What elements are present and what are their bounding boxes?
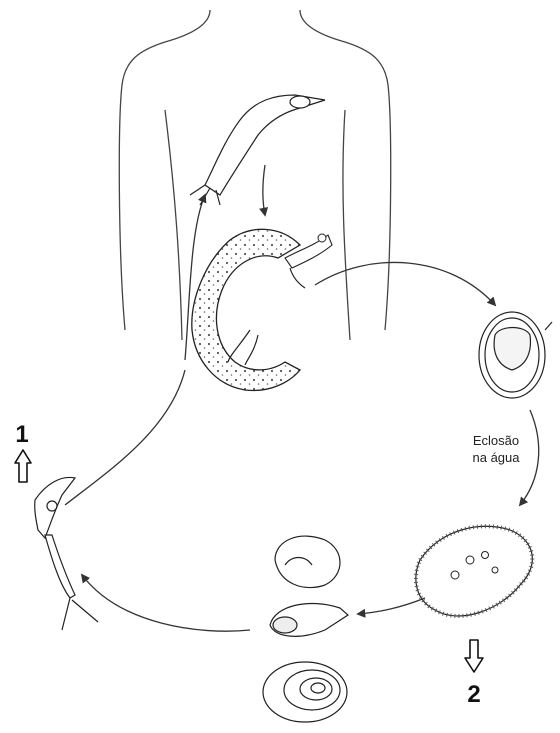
snail-conical: [270, 603, 348, 636]
adult-worm-pair: [192, 229, 332, 390]
hatching-label-line2: na água: [473, 450, 521, 465]
arrow-down-icon: [465, 640, 483, 672]
egg: [479, 312, 552, 398]
human-torso-outline: [119, 10, 390, 340]
hatching-label-line1: Eclosão: [473, 433, 519, 448]
arrow-up-icon: [15, 450, 31, 482]
marker-2-label: 2: [467, 681, 480, 708]
marker-1-label: 1: [15, 421, 28, 448]
snail-round: [275, 536, 340, 587]
adult-worm-upper: [190, 95, 325, 205]
miracidium: [416, 526, 532, 616]
cercaria: [35, 477, 98, 630]
snail-planorbid: [263, 662, 347, 722]
